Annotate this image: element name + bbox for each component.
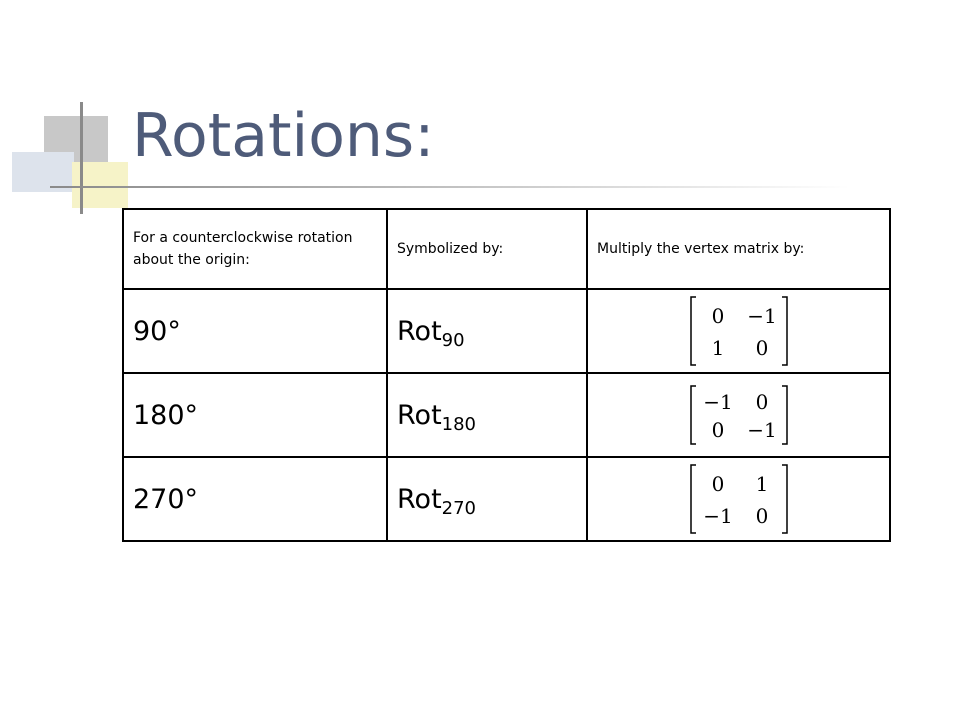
rotation-matrix: −1 0 0 −1 bbox=[586, 372, 891, 458]
symbol-subscript: 270 bbox=[441, 497, 477, 519]
matrix-270: 0 1 −1 0 bbox=[689, 464, 788, 534]
rotation-symbol: Rot180 bbox=[386, 372, 588, 458]
matrix-cell: 0 bbox=[755, 336, 768, 360]
matrix-brackets bbox=[689, 296, 788, 366]
matrix-90: 0 −1 1 0 bbox=[689, 296, 788, 366]
slide-title: Rotations: bbox=[132, 101, 435, 171]
symbol-text: Rot bbox=[397, 315, 442, 347]
matrix-cell: 0 bbox=[755, 390, 768, 414]
symbol-subscript: 90 bbox=[441, 329, 465, 351]
rotation-degrees: 180° bbox=[122, 372, 388, 458]
rotation-symbol: Rot90 bbox=[386, 288, 588, 374]
rotation-degrees: 90° bbox=[122, 288, 388, 374]
decor-blue-square bbox=[12, 152, 74, 192]
table-row: 270° Rot270 0 1 −1 0 bbox=[122, 456, 891, 542]
rotation-degrees: 270° bbox=[122, 456, 388, 542]
matrix-cell: −1 bbox=[747, 418, 776, 442]
matrix-cell: −1 bbox=[703, 390, 732, 414]
table-header-row: For a counterclockwise rotation about th… bbox=[122, 208, 891, 290]
matrix-180: −1 0 0 −1 bbox=[689, 385, 788, 445]
matrix-cell: 0 bbox=[755, 504, 768, 528]
matrix-cell: 0 bbox=[711, 472, 724, 496]
matrix-brackets bbox=[689, 385, 788, 445]
header-matrix: Multiply the vertex matrix by: bbox=[586, 208, 891, 290]
rotation-matrix: 0 1 −1 0 bbox=[586, 456, 891, 542]
matrix-cell: 1 bbox=[711, 336, 724, 360]
symbol-subscript: 180 bbox=[441, 413, 477, 435]
table-row: 90° Rot90 0 −1 1 0 bbox=[122, 288, 891, 374]
header-symbol: Symbolized by: bbox=[386, 208, 588, 290]
decor-vertical-line bbox=[80, 102, 83, 214]
matrix-brackets bbox=[689, 464, 788, 534]
rotations-table: For a counterclockwise rotation about th… bbox=[122, 208, 891, 542]
symbol-text: Rot bbox=[397, 399, 442, 431]
table-row: 180° Rot180 −1 0 0 −1 bbox=[122, 372, 891, 458]
symbol-text: Rot bbox=[397, 483, 442, 515]
header-rotation: For a counterclockwise rotation about th… bbox=[122, 208, 388, 290]
matrix-cell: 0 bbox=[711, 418, 724, 442]
matrix-cell: −1 bbox=[747, 304, 776, 328]
matrix-cell: 1 bbox=[755, 472, 768, 496]
matrix-cell: −1 bbox=[703, 504, 732, 528]
rotation-symbol: Rot270 bbox=[386, 456, 588, 542]
rotation-matrix: 0 −1 1 0 bbox=[586, 288, 891, 374]
title-underline bbox=[50, 186, 850, 188]
matrix-cell: 0 bbox=[711, 304, 724, 328]
